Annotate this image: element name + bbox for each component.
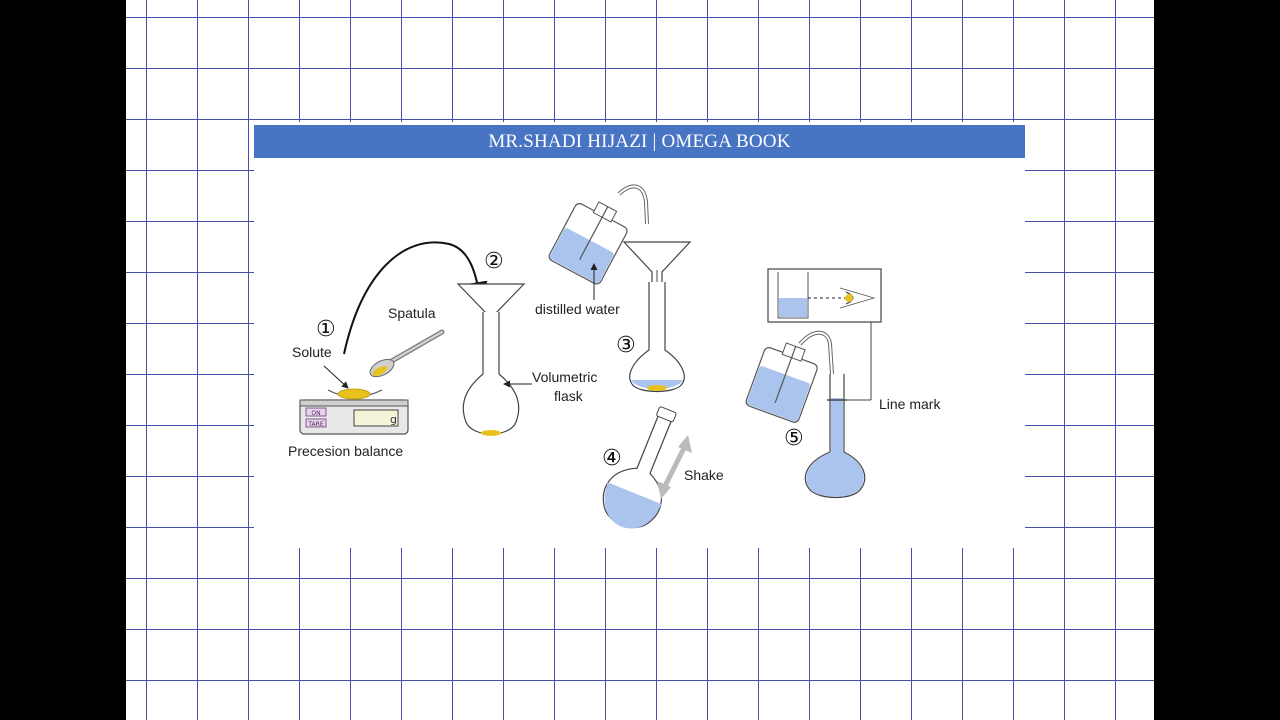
step-2-number: ② [484, 249, 504, 274]
step-1-number: ① [316, 317, 336, 342]
spatula [369, 329, 445, 378]
step-4-number: ④ [602, 446, 622, 471]
flask-shake [602, 406, 677, 529]
solute-label: Solute [292, 344, 332, 360]
volumetric-flask-with-funnel [456, 283, 526, 436]
solution-preparation-diagram: g ON TARE Solute Precesion balance Spatu… [288, 184, 941, 529]
step-3-number: ③ [616, 333, 636, 358]
line-mark-label: Line mark [879, 396, 941, 412]
spatula-label: Spatula [388, 305, 436, 321]
balance-tare-button: TARE [307, 421, 323, 428]
distilled-water-label: distilled water [535, 301, 620, 317]
funnel-flask-step3 [622, 241, 692, 393]
precision-balance: g ON TARE [299, 388, 409, 435]
step-5-number: ⑤ [784, 426, 804, 451]
diagram-card: MR.SHADI HIJAZI | OMEGA BOOK g ON TARE S… [254, 122, 1025, 548]
transfer-arrow [343, 241, 488, 355]
balance-on-button: ON [311, 410, 320, 417]
balance-unit: g [390, 413, 397, 426]
meniscus-inset [767, 268, 882, 323]
shake-double-arrow [657, 435, 692, 499]
wash-bottle-step3 [548, 184, 649, 285]
wash-bottle-step5 [745, 330, 834, 423]
shake-label: Shake [684, 467, 724, 483]
balance-label: Precesion balance [288, 443, 403, 459]
flask-line-mark [804, 374, 866, 499]
flask-label-line2: flask [554, 388, 584, 404]
page-header-title: MR.SHADI HIJAZI | OMEGA BOOK [254, 125, 1025, 158]
flask-label-line1: Volumetric [532, 369, 597, 385]
